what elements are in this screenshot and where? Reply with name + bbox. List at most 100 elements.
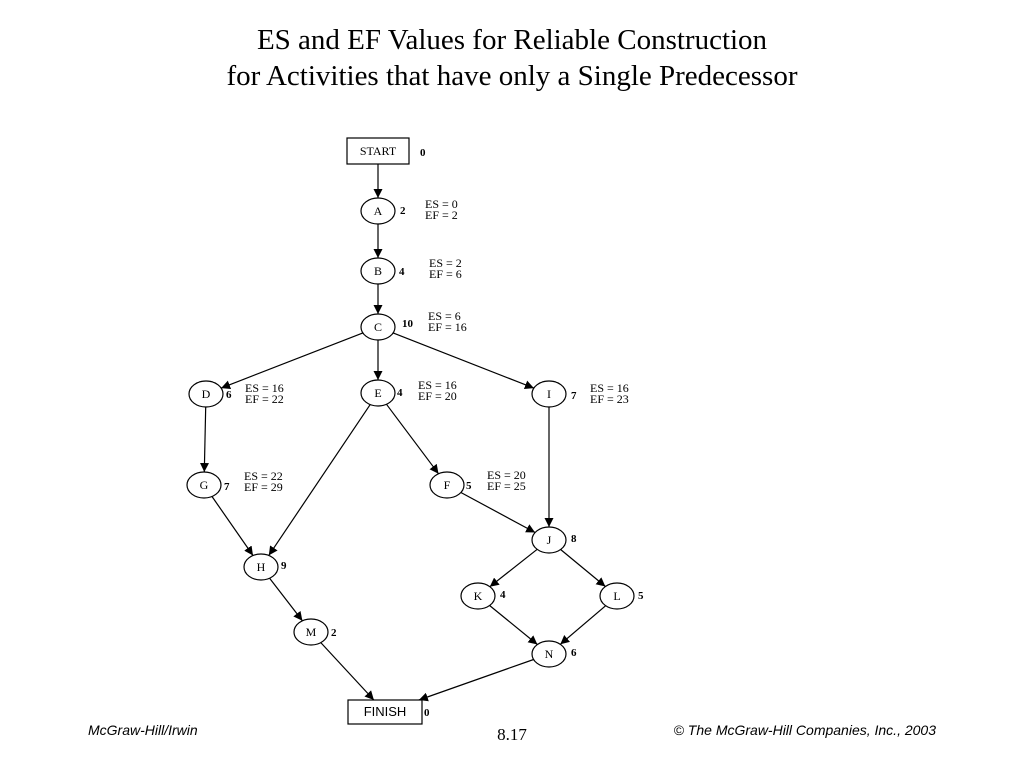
node-n-label: N (545, 647, 554, 661)
node-i-es: ES = 16 (590, 381, 629, 395)
edge-g-to-h (211, 496, 254, 556)
edge-l-to-n (559, 605, 607, 645)
node-a-label: A (374, 204, 383, 218)
node-b: B 4 ES = 2EF = 6 (360, 256, 462, 285)
node-c-label: C (374, 320, 382, 334)
node-g-duration: 7 (224, 481, 230, 493)
node-k-duration: 4 (500, 589, 506, 601)
node-j-label: J (547, 533, 552, 547)
node-g-label: G (200, 478, 209, 492)
node-j-duration: 8 (571, 533, 577, 545)
edge-j-to-l (560, 549, 606, 587)
node-d-duration: 6 (226, 389, 232, 401)
slide-title: ES and EF Values for Reliable Constructi… (0, 22, 1024, 94)
edge-f-to-j (460, 491, 536, 534)
title-line-2: for Activities that have only a Single P… (226, 60, 798, 92)
node-start-label: START (360, 144, 397, 158)
node-f-label: F (444, 478, 451, 492)
node-c-es: ES = 6 (428, 309, 461, 323)
node-j-circle (531, 526, 567, 554)
node-g-es: ES = 22 (244, 469, 283, 483)
node-a: A 2 ES = 0EF = 2 (360, 197, 458, 225)
edge-c-to-d (220, 332, 364, 390)
node-e-duration: 4 (397, 387, 403, 399)
node-k-label: K (474, 589, 483, 603)
node-g-ef: EF = 29 (244, 480, 283, 494)
node-e-label: E (374, 386, 381, 400)
node-c-circle (360, 313, 396, 341)
footer-publisher: McGraw-Hill/Irwin (88, 722, 198, 738)
node-f-duration: 5 (466, 480, 472, 492)
node-e-ef: EF = 20 (418, 389, 457, 403)
edge-e-to-h (268, 404, 371, 556)
node-finish-label: FINISH (364, 704, 407, 719)
node-finish-box (347, 699, 423, 725)
node-c-ef: EF = 16 (428, 320, 467, 334)
node-m-label: M (306, 625, 317, 639)
node-h-circle (243, 553, 279, 581)
node-m-duration: 2 (331, 627, 337, 639)
node-c-duration: 10 (402, 318, 414, 330)
node-i-circle (531, 380, 567, 408)
node-m-circle (293, 618, 329, 646)
node-h-duration: 9 (281, 560, 287, 572)
edge-m-to-finish (320, 642, 375, 701)
node-e-circle (360, 379, 396, 407)
node-n-circle (531, 640, 567, 668)
edge-h-to-m (269, 577, 303, 622)
node-c: C 10 ES = 6EF = 16 (360, 309, 467, 341)
node-b-duration: 4 (399, 266, 405, 278)
edge-n-to-finish (418, 658, 534, 702)
node-l-circle (599, 582, 635, 610)
node-d-label: D (202, 387, 211, 401)
node-l-duration: 5 (638, 590, 644, 602)
node-i-duration: 7 (571, 390, 577, 402)
node-d-circle (188, 380, 224, 408)
node-start-box (346, 137, 410, 165)
node-f-ef: EF = 25 (487, 479, 526, 493)
node-g-circle (186, 471, 222, 499)
node-start-duration: 0 (420, 147, 426, 159)
node-l-label: L (613, 589, 620, 603)
node-b-circle (360, 257, 396, 285)
edge-e-to-f (386, 403, 439, 475)
node-finish: FINISH 0 (347, 699, 430, 725)
node-n-duration: 6 (571, 647, 577, 659)
node-b-ef: EF = 6 (429, 267, 462, 281)
edge-j-to-k (489, 548, 538, 588)
node-start: START 0 (346, 137, 426, 165)
edge-k-to-n (489, 605, 538, 645)
node-b-es: ES = 2 (429, 256, 462, 270)
edge-c-to-i (392, 332, 535, 390)
node-d-ef: EF = 22 (245, 392, 284, 406)
footer-page-number: 8.17 (497, 725, 527, 744)
node-a-duration: 2 (400, 205, 406, 217)
node-f-es: ES = 20 (487, 468, 526, 482)
node-i-ef: EF = 23 (590, 392, 629, 406)
node-a-es: ES = 0 (425, 197, 458, 211)
node-e-es: ES = 16 (418, 378, 457, 392)
node-a-ef: EF = 2 (425, 208, 458, 222)
node-b-label: B (374, 264, 382, 278)
footer-copyright: © The McGraw-Hill Companies, Inc., 2003 (673, 722, 936, 738)
node-i-label: I (547, 387, 551, 401)
node-k-circle (460, 582, 496, 610)
node-finish-duration: 0 (424, 707, 430, 719)
title-line-1: ES and EF Values for Reliable Constructi… (256, 24, 768, 56)
edge-d-to-g (199, 406, 209, 473)
edges-layer (199, 164, 607, 702)
node-d-es: ES = 16 (245, 381, 284, 395)
